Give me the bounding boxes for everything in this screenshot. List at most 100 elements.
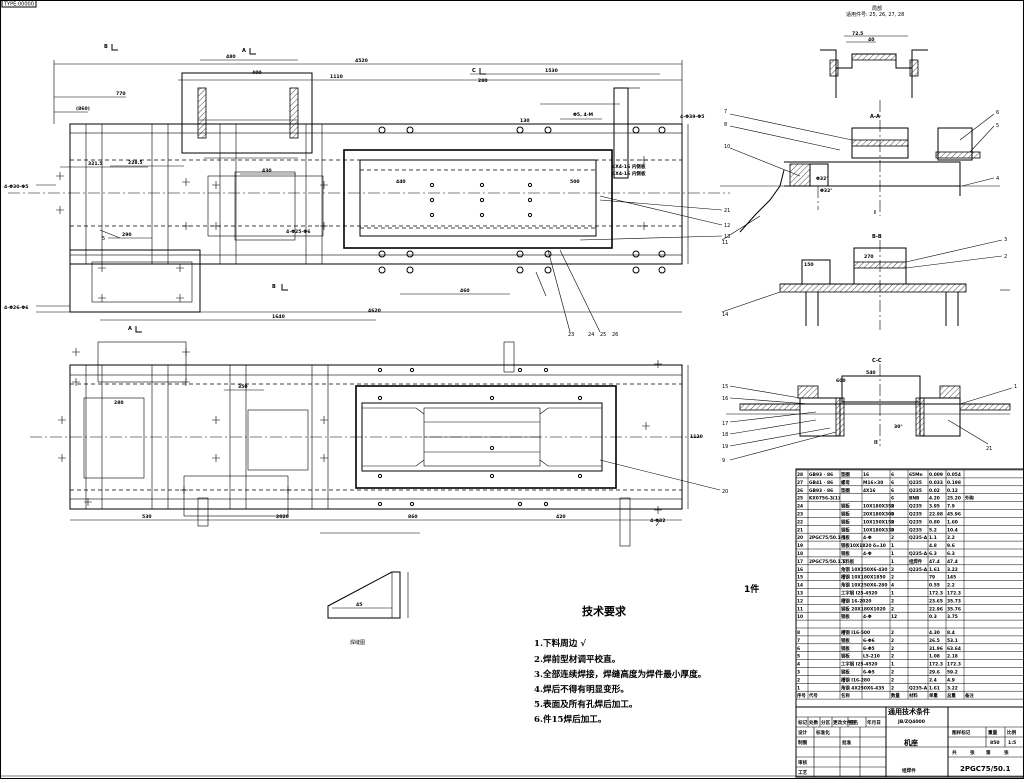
dim-holes-mid: 4-Φ25-Φ6: [286, 229, 310, 235]
top-dim-lines: [36, 59, 689, 321]
bom-cell: 172.3: [929, 662, 943, 668]
bom-cell: 0.009: [929, 472, 943, 478]
bom-cell: 6.3: [947, 551, 955, 557]
bom-cell: 0.12: [947, 488, 958, 494]
bom-cell: Q235: [909, 480, 922, 486]
bom-cell: 65Mn: [909, 472, 923, 478]
bom-cell: 6-Φ6: [863, 638, 875, 644]
bom-cell: 8: [797, 630, 800, 636]
tb-weight-label: 重量: [988, 729, 998, 736]
bom-cell: 钢板: [841, 645, 850, 652]
tb-lbl-date: 年月日: [867, 719, 881, 726]
note-6: 6.件15焊后加工。: [534, 715, 607, 725]
bom-cell: 10.4: [947, 527, 958, 533]
tb-drawing-no: 2PGC75/50.1: [960, 765, 1011, 773]
dim-lower-860: 860: [408, 514, 418, 520]
tb-approve: 批准: [842, 739, 852, 746]
bom-cell: 0.198: [947, 480, 961, 486]
bom-cell: 19: [797, 543, 803, 549]
bom-cell: 47.4: [947, 559, 958, 565]
bom-cell: 4X16: [863, 488, 876, 494]
bom-cell: 2: [797, 677, 800, 683]
bom-cell: 下料板: [841, 558, 855, 565]
bom-cell: 2: [891, 535, 894, 541]
aa-leaders: [721, 113, 995, 241]
piece-note: 1件: [744, 583, 759, 595]
bom-cell: 2: [891, 512, 894, 518]
dim-holes-left: 4-Φ30-Φ5: [4, 184, 28, 190]
bb-dim-2: 270: [864, 254, 874, 260]
bom-cell: 6.3: [929, 551, 937, 557]
bom-cell: 24: [797, 504, 803, 510]
cut-a-top: A: [242, 48, 246, 54]
tb-lbl-count: 处数: [808, 719, 819, 726]
bom-cell: 3.95: [929, 504, 940, 510]
bom-cell: 10X180X330: [863, 527, 894, 533]
dim-lower-350: 350: [238, 384, 248, 390]
bom-cell: 18: [797, 551, 803, 557]
bom-cell: 10X150X150: [863, 519, 894, 525]
bolt-holes-top: [378, 126, 666, 274]
dim-480: 480: [226, 54, 236, 60]
callout-14: 14: [722, 312, 728, 318]
header-stamp: TYPE:00000: [3, 2, 34, 8]
bom-cell: 26: [797, 488, 803, 494]
bom-cell: 35.76: [947, 606, 961, 612]
bom-cell: 145: [947, 575, 956, 581]
bom-cell: 钢板: [841, 637, 850, 644]
bom-cell: KX0756-3(1): [809, 496, 840, 502]
detail-top: 局部 适用件号: 25, 26, 27, 28 72.5 40: [820, 5, 928, 98]
bom-cell: 1.61: [929, 567, 940, 573]
dim-500: 500: [570, 179, 580, 185]
bom-cell: 3: [797, 670, 800, 676]
weld-dim: 45: [356, 602, 362, 608]
bom-header-cell: 单重: [929, 692, 938, 699]
bom-cell: 11: [797, 606, 803, 612]
bom-cell: 4.8: [929, 543, 937, 549]
bom-cell: 13: [797, 591, 803, 597]
bom-cell: 2: [891, 527, 894, 533]
bom-cell: 21: [797, 527, 803, 533]
bom-cell: 0.033: [929, 480, 943, 486]
bom-cell: 4: [891, 583, 894, 589]
weld-sketch: 45 焊缝图: [327, 571, 409, 646]
callout-1: 1: [1014, 384, 1017, 390]
bom-cell: 钢板: [841, 503, 850, 510]
top-plan-view: 4520 1110 1530 770 (860) 400 480 321.5 2…: [4, 44, 730, 338]
bom-cell: 钢板: [841, 653, 850, 660]
bom-cell: 1: [797, 685, 800, 691]
bom-cell: 47.4: [929, 559, 940, 565]
bom-cell: 角钢 4X250X6-435: [841, 684, 884, 691]
cc-mark: II: [874, 440, 878, 446]
section-cc-title: C-C: [872, 358, 882, 364]
bom-cell: 1: [891, 591, 894, 597]
dim-440: 440: [396, 179, 406, 185]
bom-cell: 2: [891, 685, 894, 691]
dim-holes-bottom: 4-Φ26-Φ6: [4, 305, 28, 311]
bom-cell: 外购: [965, 495, 974, 502]
tb-material: 组焊件: [902, 767, 916, 774]
bom-header-cell: 数量: [891, 692, 900, 699]
dim-460: 460: [460, 288, 470, 294]
note-1: 1.下料周边 √: [534, 639, 586, 649]
dim-860: (860): [76, 106, 90, 112]
bom-cell: 钢板 20X180X1020: [841, 605, 886, 612]
section-bb-title: B-B: [872, 234, 882, 240]
bom-cell: 31.96: [929, 646, 943, 652]
bom-cell: 2: [891, 606, 894, 612]
bom-cell: 6: [891, 488, 894, 494]
bom-cell: 10: [797, 614, 803, 620]
lower-plan-view: 530 2020 860 420 4-Φ32 1120 350 280 20: [30, 341, 728, 547]
tb-lbl-change: 更改文件号: [833, 719, 856, 726]
bom-cell: 16: [863, 472, 869, 478]
bom-cell: 16: [797, 567, 803, 573]
callout-16: 16: [722, 396, 728, 402]
bom-cell: 挡板: [840, 534, 850, 541]
dim-phi: Φ5, 4-M: [573, 112, 594, 118]
callout-15: 15: [722, 384, 728, 390]
dim-overall: 4520: [355, 58, 368, 64]
tb-lbl-zone: 分区: [821, 719, 831, 726]
section-cc: C-C 540 600 30° II 15 16 17 18 19: [722, 358, 1017, 464]
bom-cell: 2PGC75/50.1-1: [809, 535, 846, 541]
bom-cell: 0.02: [929, 488, 940, 494]
